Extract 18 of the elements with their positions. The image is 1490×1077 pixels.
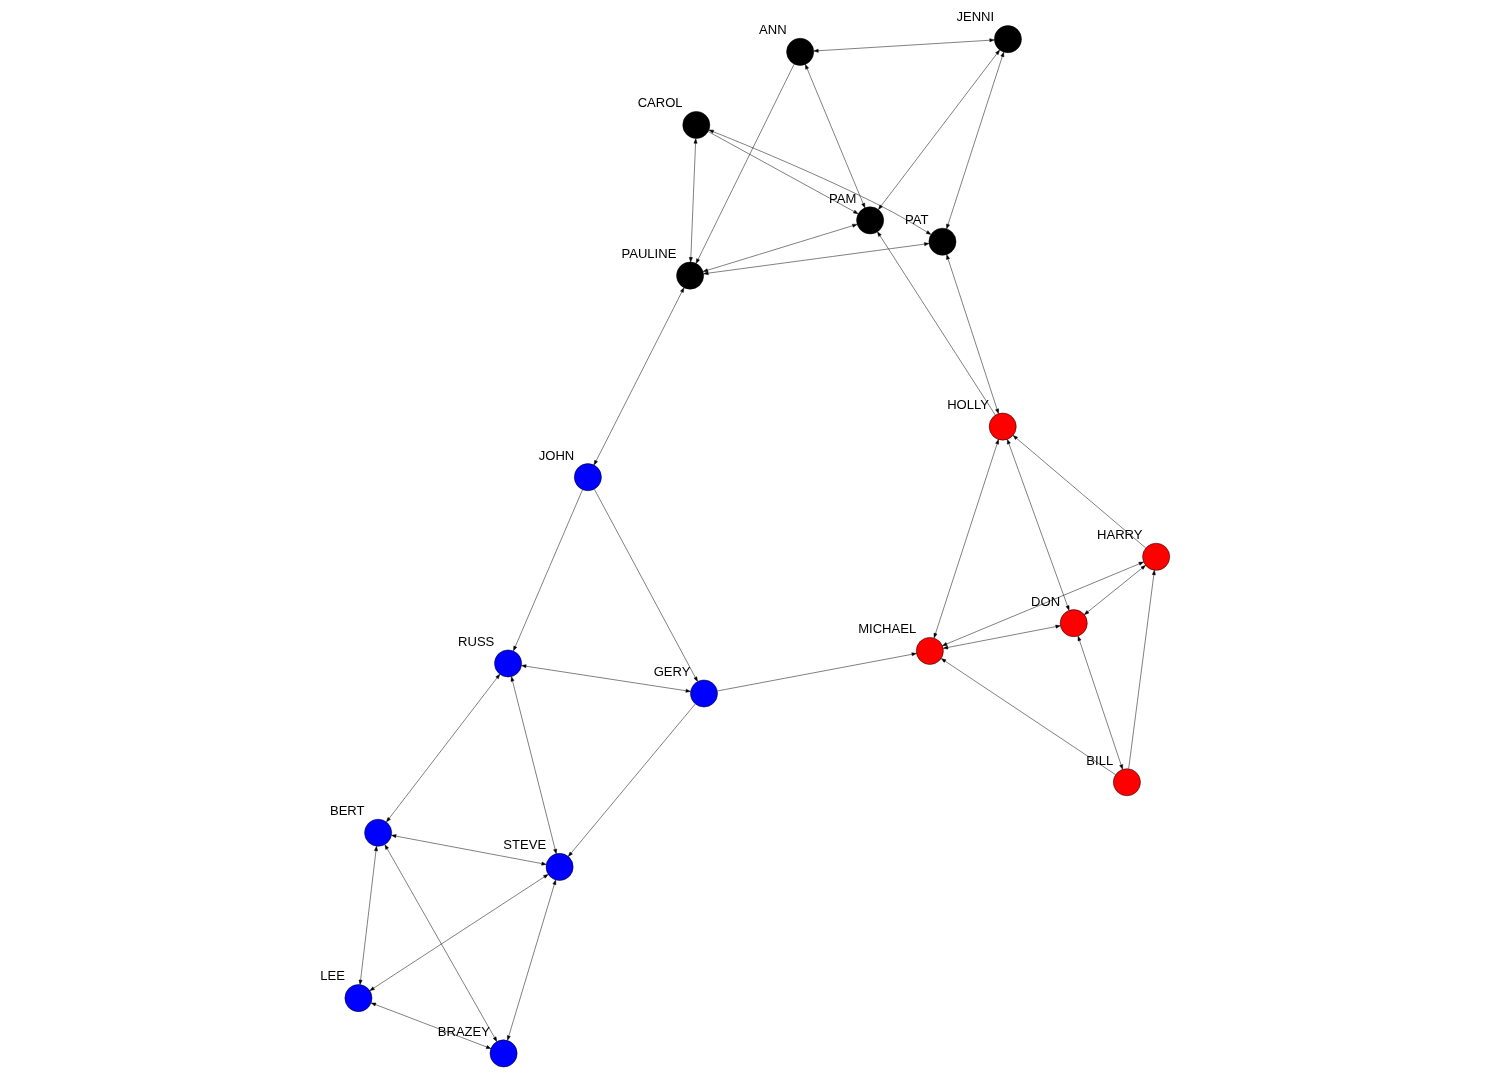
node-label: ANN xyxy=(759,21,787,37)
node-label: BERT xyxy=(329,802,365,818)
node-label: PAT xyxy=(905,211,929,227)
node-label: LEE xyxy=(320,967,345,983)
node-label: GERY xyxy=(653,663,691,679)
node-label: RUSS xyxy=(458,633,495,649)
node-label: JOHN xyxy=(538,446,575,462)
node-label: MICHAEL xyxy=(858,620,917,636)
node-label: PAULINE xyxy=(621,245,677,261)
node-label: PAM xyxy=(829,190,857,206)
node-label: HOLLY xyxy=(947,396,989,412)
node-label: CAROL xyxy=(637,94,683,110)
node-label: BILL xyxy=(1086,752,1114,768)
node-label: DON xyxy=(1031,592,1061,608)
node-label: HARRY xyxy=(1097,526,1143,542)
node-label: BRAZEY xyxy=(437,1023,490,1039)
node-label: JENNI xyxy=(956,8,995,24)
node-label: STEVE xyxy=(503,836,547,852)
